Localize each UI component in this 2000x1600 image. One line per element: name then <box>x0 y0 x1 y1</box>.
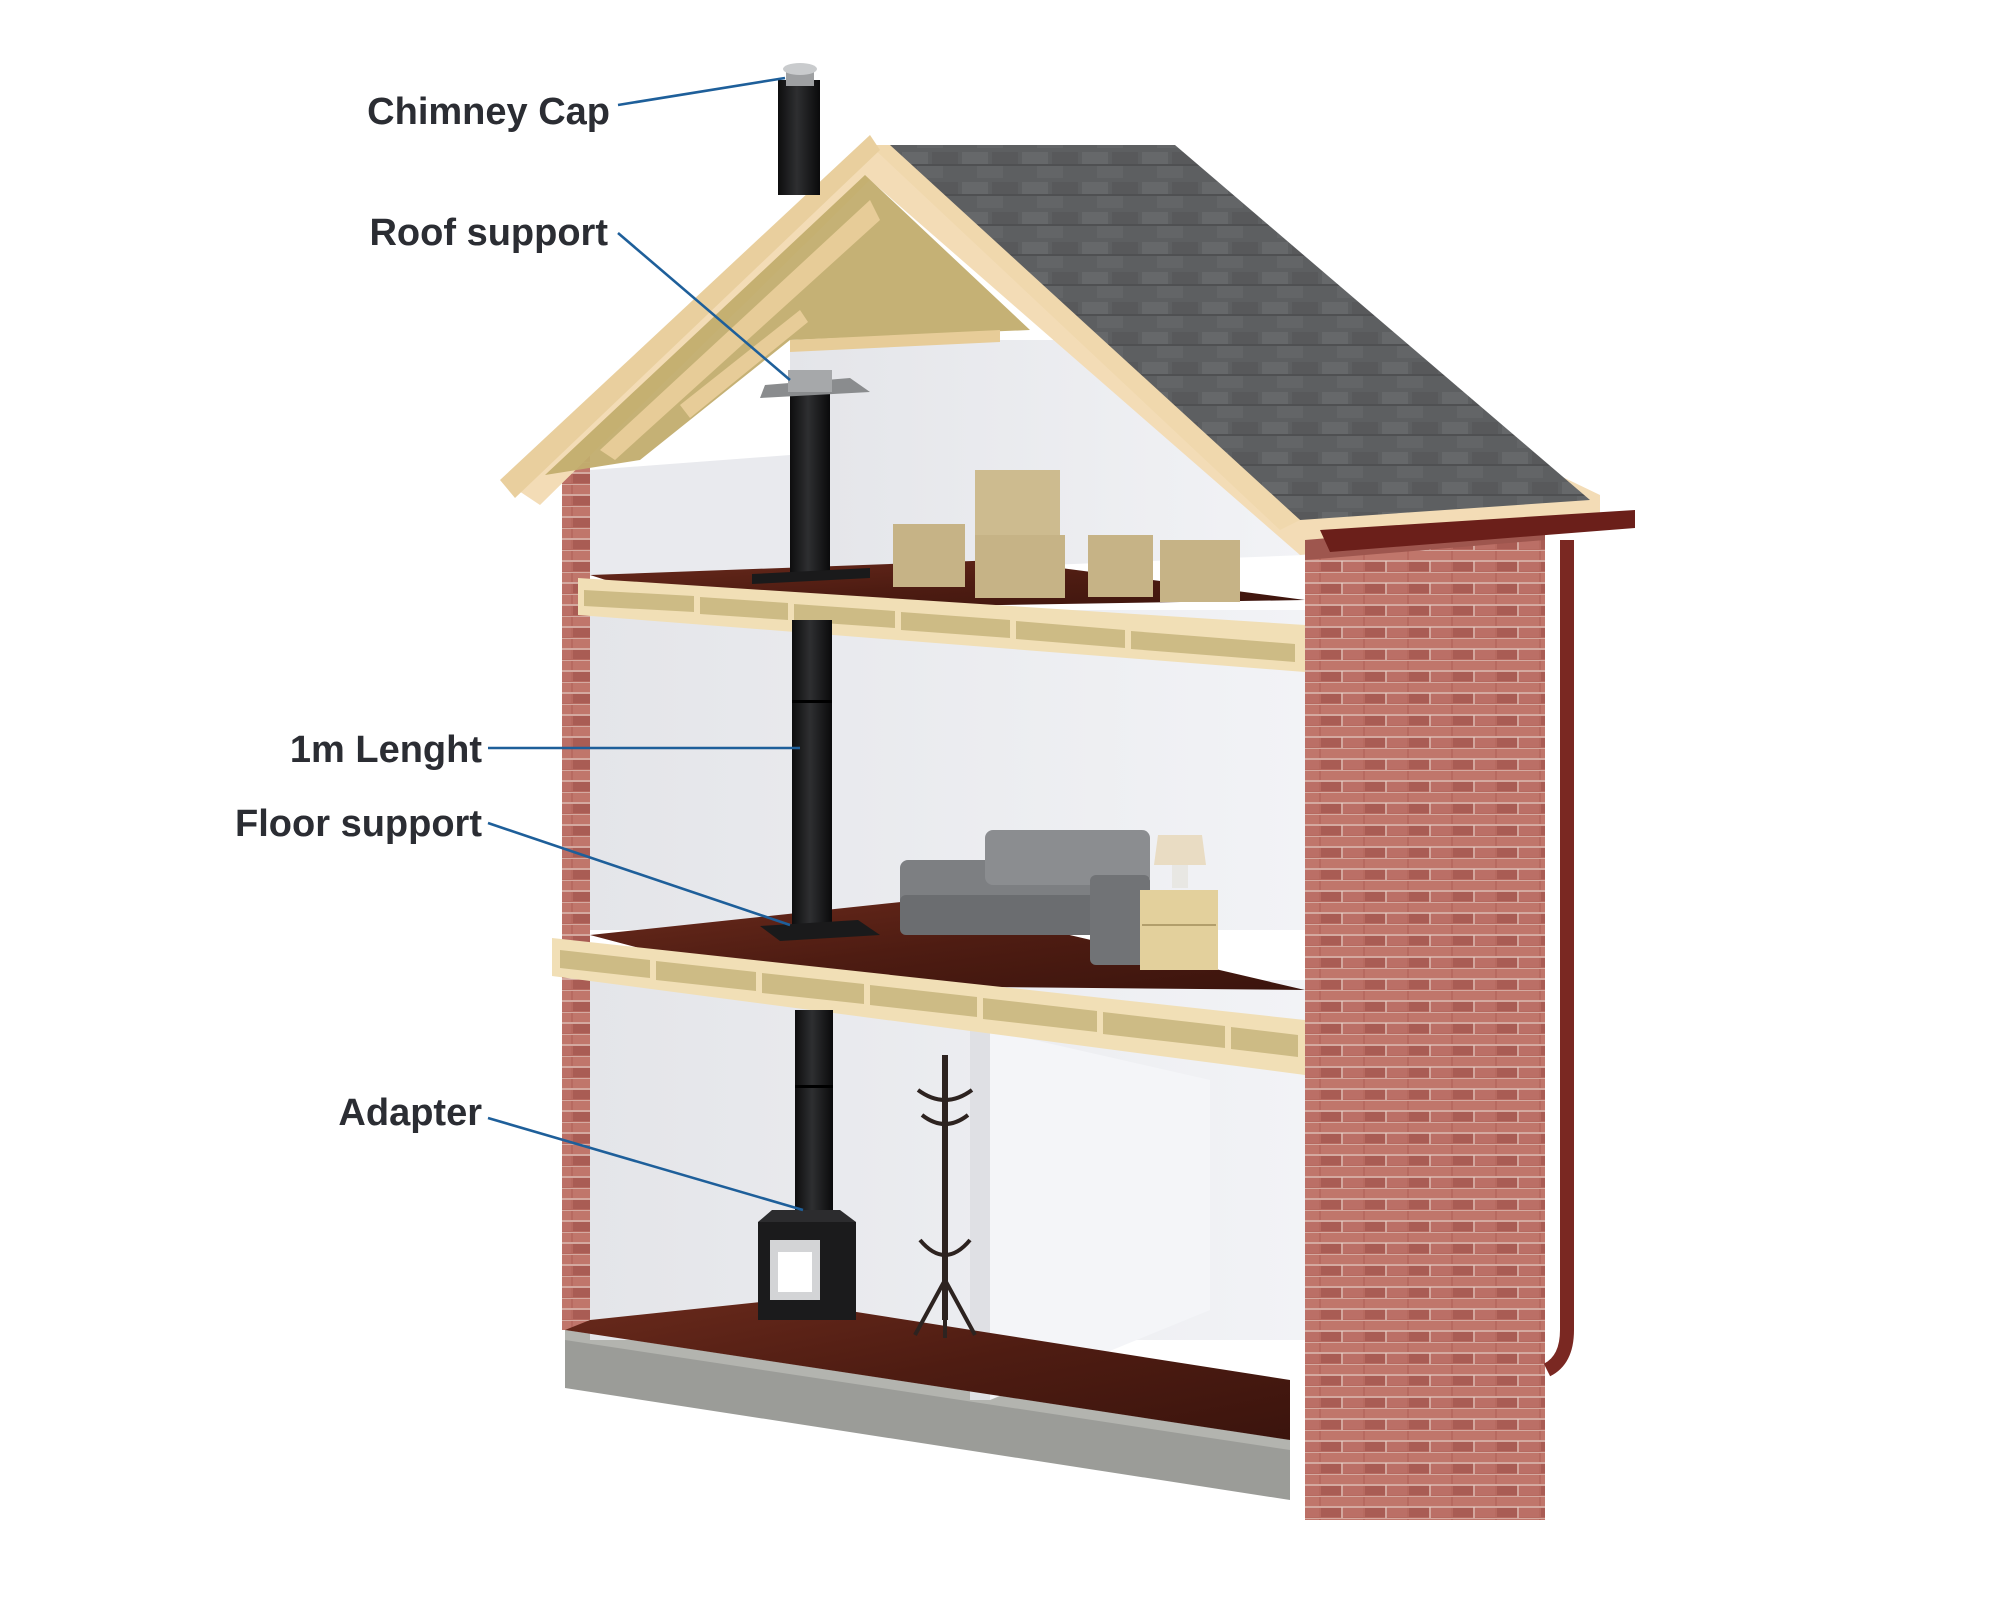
label-adapter: Adapter <box>338 1092 482 1134</box>
label-floor-support: Floor support <box>235 803 482 845</box>
label-chimney-cap: Chimney Cap <box>367 91 610 133</box>
label-length: 1m Lenght <box>290 729 482 771</box>
right-brick-wall <box>1305 540 1545 1520</box>
wood-stove <box>758 1210 856 1320</box>
leader-chimney-cap <box>618 78 785 105</box>
callout-labels: Chimney Cap Roof support 1m Lenght Floor… <box>235 91 610 1134</box>
label-roof-support: Roof support <box>369 212 608 254</box>
